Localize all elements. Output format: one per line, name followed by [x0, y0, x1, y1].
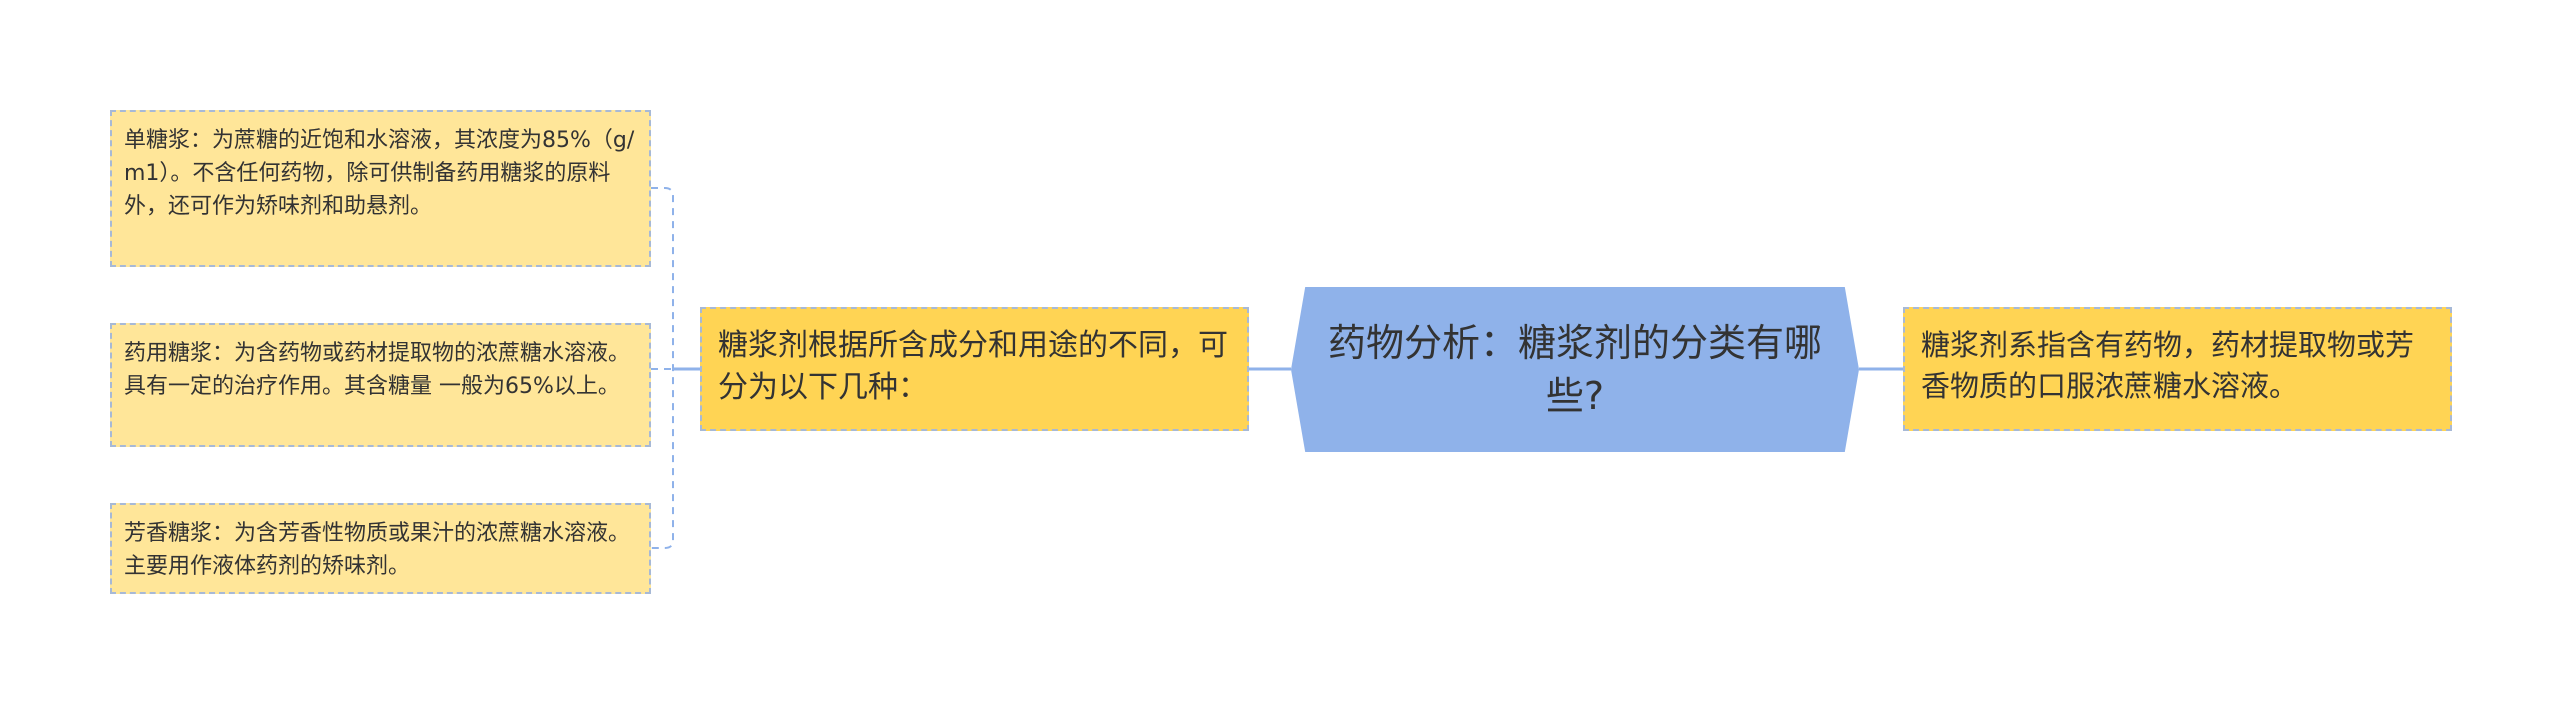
child-node-simple-syrup[interactable]: 单糖浆：为蔗糖的近饱和水溶液，其浓度为85%（g/m1）。不含任何药物，除可供制… — [110, 110, 651, 267]
child-text-simple-syrup: 单糖浆：为蔗糖的近饱和水溶液，其浓度为85%（g/m1）。不含任何药物，除可供制… — [124, 128, 635, 219]
definition-node[interactable]: 糖浆剂系指含有药物，药材提取物或芳香物质的口服浓蔗糖水溶液。 — [1903, 307, 2452, 431]
connector-bracket — [651, 187, 674, 549]
child-text-medicinal-syrup: 药用糖浆：为含药物或药材提取物的浓蔗糖水溶液。具有一定的治疗作用。其含糖量 一般… — [124, 341, 631, 399]
central-topic-node[interactable]: 药物分析：糖浆剂的分类有哪些? — [1291, 287, 1859, 452]
classification-text: 糖浆剂根据所含成分和用途的不同，可分为以下几种： — [718, 328, 1228, 405]
classification-node[interactable]: 糖浆剂根据所含成分和用途的不同，可分为以下几种： — [700, 307, 1249, 431]
child-node-aromatic-syrup[interactable]: 芳香糖浆：为含芳香性物质或果汁的浓蔗糖水溶液。主要用作液体药剂的矫味剂。 — [110, 503, 651, 594]
central-topic-title: 药物分析：糖浆剂的分类有哪些? — [1327, 320, 1822, 418]
child-node-medicinal-syrup[interactable]: 药用糖浆：为含药物或药材提取物的浓蔗糖水溶液。具有一定的治疗作用。其含糖量 一般… — [110, 323, 651, 447]
definition-text: 糖浆剂系指含有药物，药材提取物或芳香物质的口服浓蔗糖水溶液。 — [1921, 328, 2415, 403]
child-text-aromatic-syrup: 芳香糖浆：为含芳香性物质或果汁的浓蔗糖水溶液。主要用作液体药剂的矫味剂。 — [124, 521, 631, 579]
